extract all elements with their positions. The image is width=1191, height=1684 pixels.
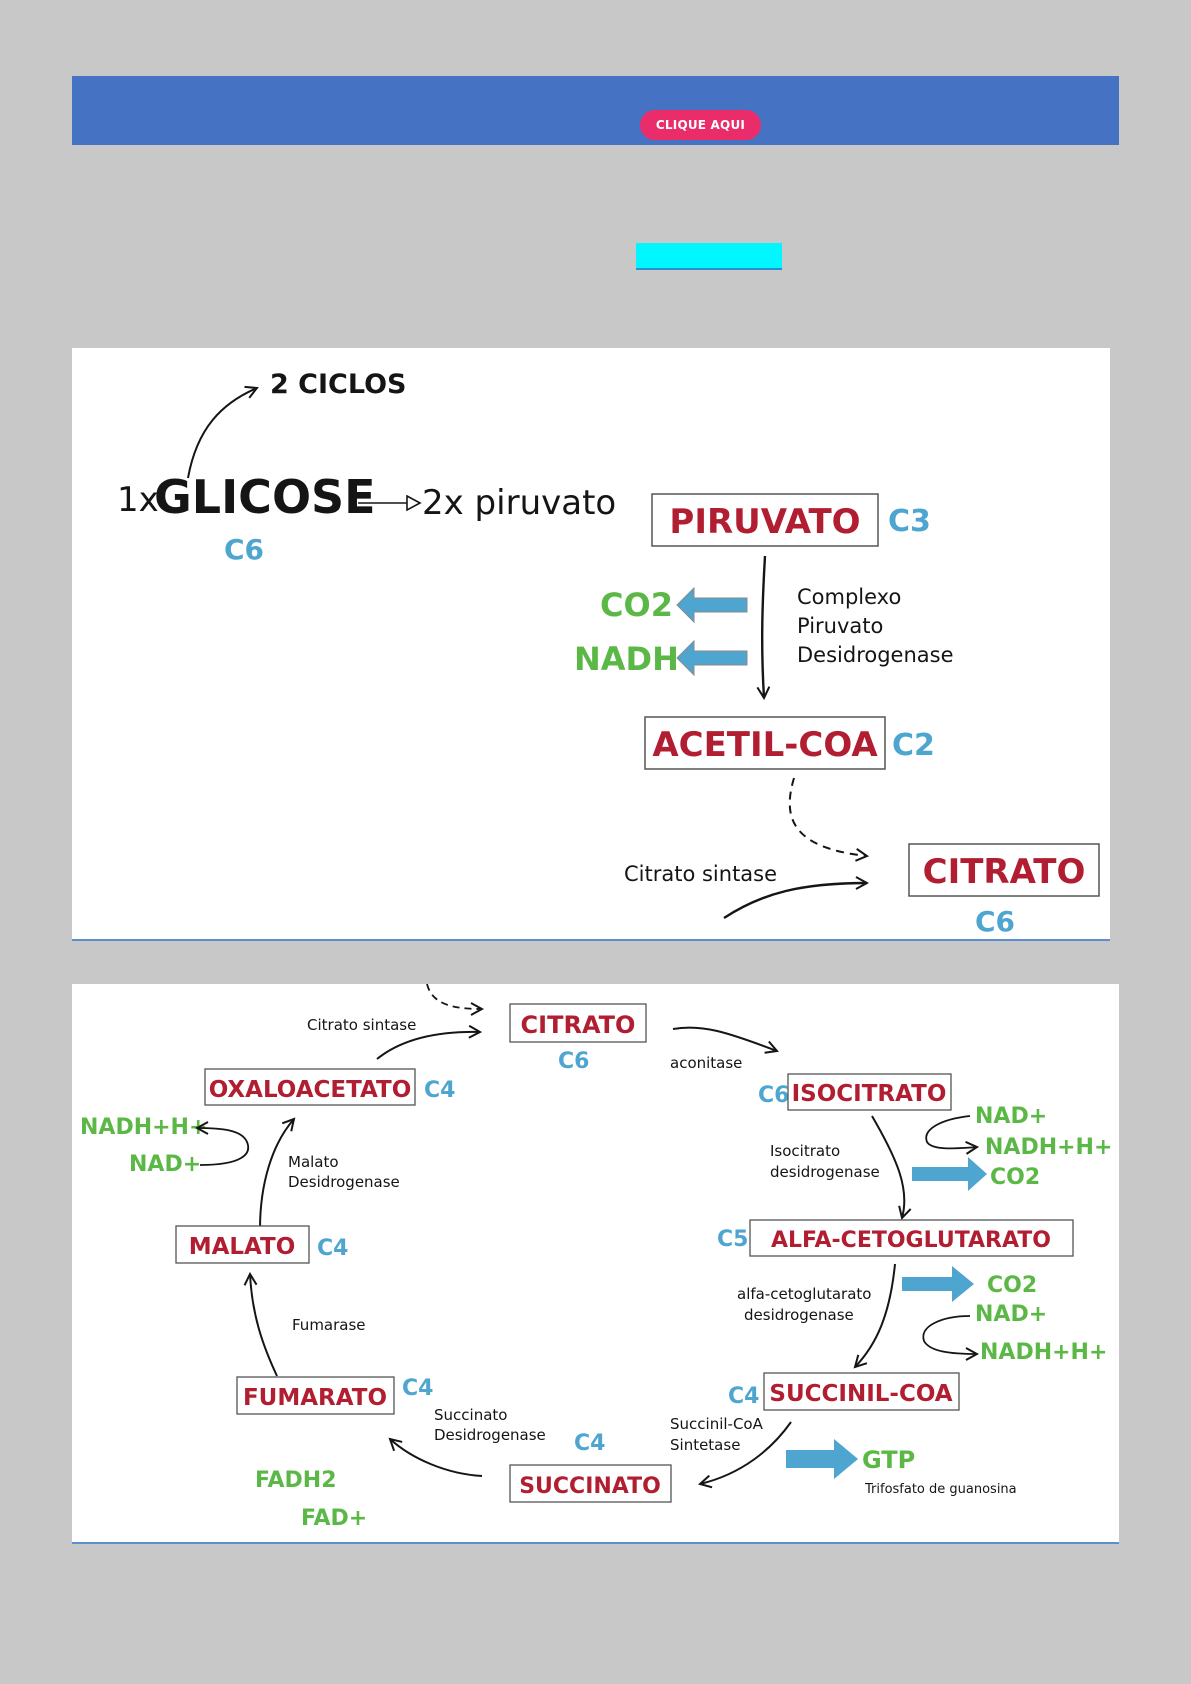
citrato-sintase-label: Citrato sintase	[307, 1016, 416, 1034]
citrato-box	[509, 1003, 647, 1043]
ciclos-arrow	[187, 388, 257, 479]
clique-aqui-button[interactable]: CLIQUE AQUI	[640, 110, 761, 140]
alfa-carbon: C5	[717, 1227, 748, 1252]
nad-right-1-label: NAD+	[975, 1104, 1047, 1129]
alfa-label: ALFA-CETOGLUTARATO	[771, 1228, 1051, 1253]
nad-to-nadh-left-arrow	[197, 1128, 249, 1166]
malato-desidrogenase-line-1: Malato	[288, 1153, 339, 1171]
nad-to-nadh-right-1-arrow	[925, 1115, 977, 1148]
citrato-sintase-label: Citrato sintase	[624, 862, 777, 886]
nadh-right-2-label: NADH+H+	[980, 1340, 1107, 1365]
malato-carbon: C4	[317, 1236, 348, 1261]
diagram-panel-krebs-cycle: Citrato sintase CITRATO C6 aconitase OXA…	[72, 984, 1119, 1544]
alfa-to-succinil-arrow	[855, 1263, 896, 1367]
co2-label: CO2	[600, 586, 673, 624]
glycolysis-diagram: 2 CICLOS 1x GLICOSE C6 2x piruvato PIRUV…	[117, 369, 1100, 938]
citrato-carbon: C6	[975, 905, 1015, 938]
co2-right-2-arrow	[902, 1266, 974, 1302]
succinato-to-fumarato-arrow	[390, 1439, 483, 1477]
krebs-cycle-diagram: Citrato sintase CITRATO C6 aconitase OXA…	[80, 984, 1112, 1531]
succinil-carbon: C4	[728, 1384, 759, 1409]
succinil-box	[763, 1372, 960, 1411]
piruvato-label: PIRUVATO	[669, 502, 860, 542]
dashed-arrow-top	[426, 984, 482, 1009]
succinato-box	[509, 1464, 672, 1503]
citrato-label: CITRATO	[923, 852, 1086, 892]
acetil-to-citrato-dashed-arrow	[788, 777, 867, 856]
succinato-carbon: C4	[574, 1431, 605, 1456]
malato-box	[175, 1225, 310, 1264]
aconitase-arrow	[672, 1026, 777, 1051]
piruvato-carbon: C3	[888, 504, 931, 539]
nad-right-2-label: NAD+	[975, 1302, 1047, 1327]
fumarato-to-malato-arrow	[250, 1274, 278, 1377]
acetil-carbon: C2	[892, 728, 935, 763]
fumarato-label: FUMARATO	[243, 1385, 387, 1411]
isocitrato-box	[787, 1073, 952, 1111]
malato-desidrogenase-line-2: Desidrogenase	[288, 1173, 400, 1191]
oxaloacetato-box	[204, 1068, 416, 1106]
fumarase-label: Fumarase	[292, 1316, 366, 1334]
co2-right-1-label: CO2	[990, 1165, 1040, 1190]
nadh-right-1-label: NADH+H+	[985, 1135, 1112, 1160]
glicose-prefix: 1x	[117, 480, 159, 520]
co2-release-arrow	[676, 586, 748, 624]
piruvato-box	[651, 493, 879, 547]
succinil-label: SUCCINIL-COA	[769, 1381, 952, 1407]
citrato-sintase-arrow	[723, 883, 867, 920]
acetil-label: ACETIL-COA	[652, 725, 878, 765]
succinil-sintetase-line-2: Sintetase	[670, 1436, 740, 1454]
highlighted-text-field[interactable]	[636, 243, 782, 270]
citrato-sintase-arrow	[376, 1032, 480, 1060]
citrato-carbon: C6	[558, 1049, 589, 1074]
nadh-label: NADH	[574, 640, 679, 678]
gtp-arrow	[786, 1439, 858, 1479]
fadh2-label: FADH2	[255, 1468, 337, 1493]
complexo-line-2: Piruvato	[797, 614, 883, 638]
gtp-description: Trifosfato de guanosina	[864, 1482, 1017, 1497]
fumarato-box	[236, 1376, 395, 1415]
succinato-label: SUCCINATO	[519, 1474, 661, 1499]
co2-right-2-label: CO2	[987, 1273, 1037, 1298]
gtp-label: GTP	[862, 1446, 915, 1474]
complexo-line-1: Complexo	[797, 585, 901, 609]
oxaloacetato-label: OXALOACETATO	[209, 1077, 412, 1103]
succinato-desidrogenase-line-1: Succinato	[434, 1406, 507, 1424]
piruvato-yield: 2x piruvato	[422, 483, 616, 523]
malato-label: MALATO	[189, 1234, 296, 1260]
isocitrato-label: ISOCITRATO	[792, 1081, 947, 1107]
top-banner: CLIQUE AQUI	[72, 76, 1119, 145]
nad-to-nadh-right-2-arrow	[922, 1315, 977, 1354]
isocitrato-desidrogenase-line-2: desidrogenase	[770, 1163, 880, 1181]
complexo-line-3: Desidrogenase	[797, 643, 954, 667]
oxaloacetato-carbon: C4	[424, 1078, 455, 1103]
fad-label: FAD+	[301, 1506, 367, 1531]
malato-to-oxaloacetato-arrow	[259, 1119, 294, 1230]
glicose-label: GLICOSE	[154, 470, 376, 524]
ciclos-label: 2 CICLOS	[270, 369, 407, 400]
alfa-desidrogenase-line-1: alfa-cetoglutarato	[737, 1285, 871, 1303]
piruvato-to-acetil-arrow	[762, 555, 765, 698]
co2-right-1-arrow	[912, 1157, 987, 1191]
acetil-box	[644, 716, 886, 770]
nad-left-label: NAD+	[129, 1152, 201, 1177]
succinato-desidrogenase-line-2: Desidrogenase	[434, 1426, 546, 1444]
isocitrato-to-alfa-arrow	[871, 1115, 904, 1218]
fumarato-carbon: C4	[402, 1376, 433, 1401]
diagram-panel-glycolysis: 2 CICLOS 1x GLICOSE C6 2x piruvato PIRUV…	[72, 348, 1110, 941]
alfa-desidrogenase-line-2: desidrogenase	[744, 1306, 854, 1324]
nadh-release-arrow	[676, 639, 748, 677]
glicose-carbon: C6	[224, 533, 264, 566]
succinil-sintetase-line-1: Succinil-CoA	[670, 1415, 764, 1433]
citrato-label: CITRATO	[521, 1011, 636, 1039]
isocitrato-desidrogenase-line-1: Isocitrato	[770, 1142, 840, 1160]
isocitrato-carbon: C6	[758, 1083, 789, 1108]
alfa-box	[749, 1219, 1074, 1257]
nadh-left-label: NADH+H+	[80, 1115, 207, 1140]
aconitase-label: aconitase	[670, 1054, 742, 1072]
citrato-box	[908, 843, 1100, 897]
succinil-to-succinato-arrow	[700, 1421, 792, 1484]
